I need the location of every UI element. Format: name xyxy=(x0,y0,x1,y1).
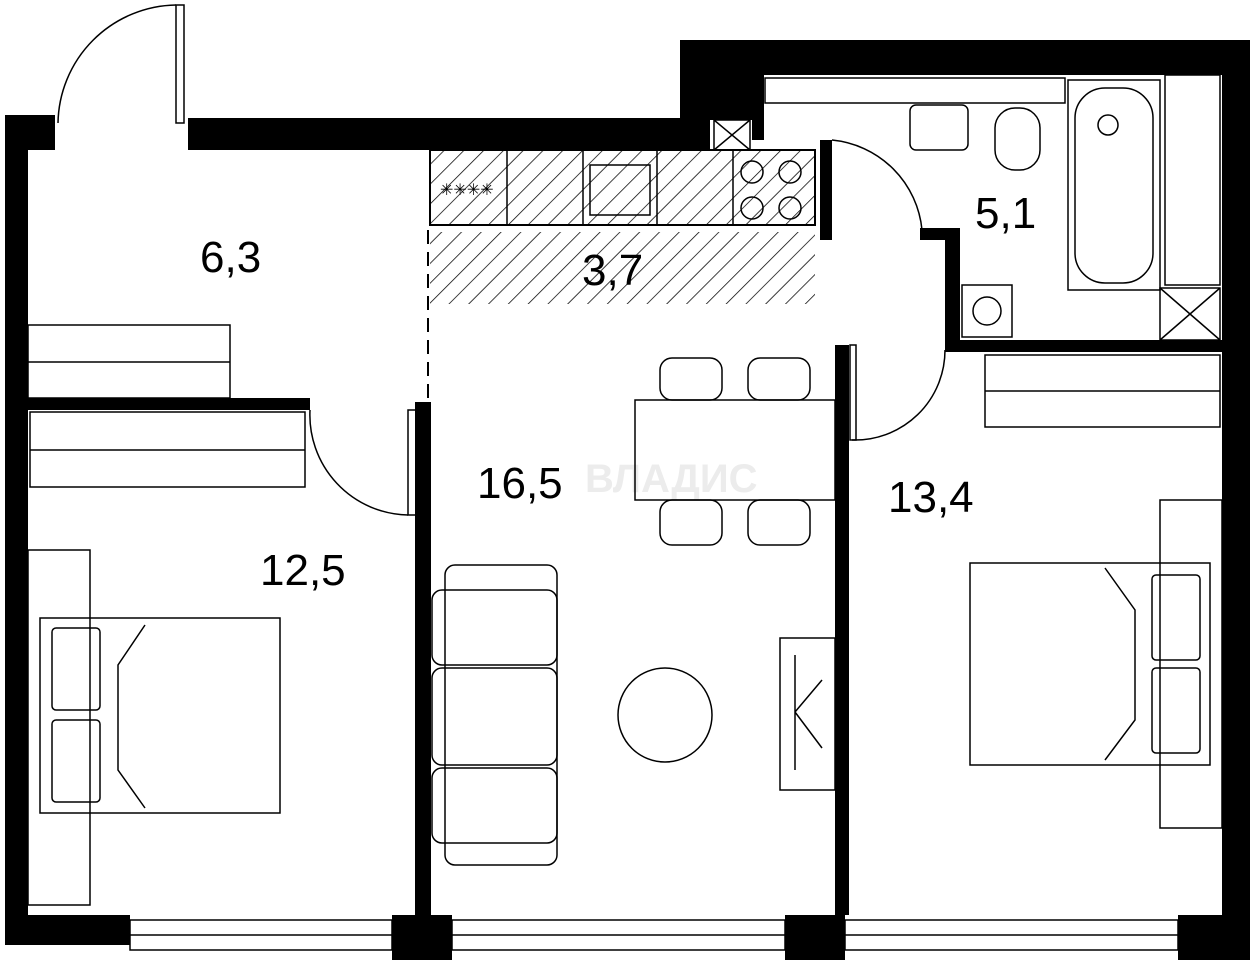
fridge-icon: ✳✳✳✳ xyxy=(440,180,494,199)
room-area-hall: 6,3 xyxy=(200,233,261,282)
room-area-bedroom-right: 13,4 xyxy=(888,473,974,522)
room-area-living: 16,5 xyxy=(477,459,563,508)
bed-left xyxy=(27,549,281,906)
bathroom-fixtures xyxy=(713,74,1221,341)
bathroom-door[interactable] xyxy=(831,139,923,231)
dining-table xyxy=(634,357,836,546)
bedroom-right-door[interactable] xyxy=(849,344,946,441)
bathtub-icon xyxy=(1067,79,1161,291)
sink-icon xyxy=(589,164,651,216)
watermark: ВЛАДИС xyxy=(585,457,757,501)
washbasin-icon xyxy=(909,104,969,151)
windows xyxy=(129,919,1179,951)
washing-machine-icon xyxy=(961,284,1013,338)
sofa xyxy=(431,564,558,866)
room-area-kitchen: 3,7 xyxy=(582,246,643,295)
room-area-bathroom: 5,1 xyxy=(975,189,1036,238)
interior-walls xyxy=(28,75,1222,915)
kitchen-counter: ✳✳✳✳ xyxy=(429,149,816,304)
ventilation-shaft-icon xyxy=(713,119,1221,341)
wardrobes xyxy=(27,324,1221,488)
outer-walls xyxy=(5,40,1250,960)
toilet-icon xyxy=(994,107,1041,171)
stove-icon xyxy=(740,160,802,220)
entrance-door[interactable] xyxy=(57,4,185,124)
room-area-bedroom-left: 12,5 xyxy=(260,546,346,595)
bed-right xyxy=(969,499,1223,829)
tv-stand xyxy=(779,637,836,791)
bedroom-left-door[interactable] xyxy=(309,409,417,516)
coffee-table xyxy=(617,667,713,763)
